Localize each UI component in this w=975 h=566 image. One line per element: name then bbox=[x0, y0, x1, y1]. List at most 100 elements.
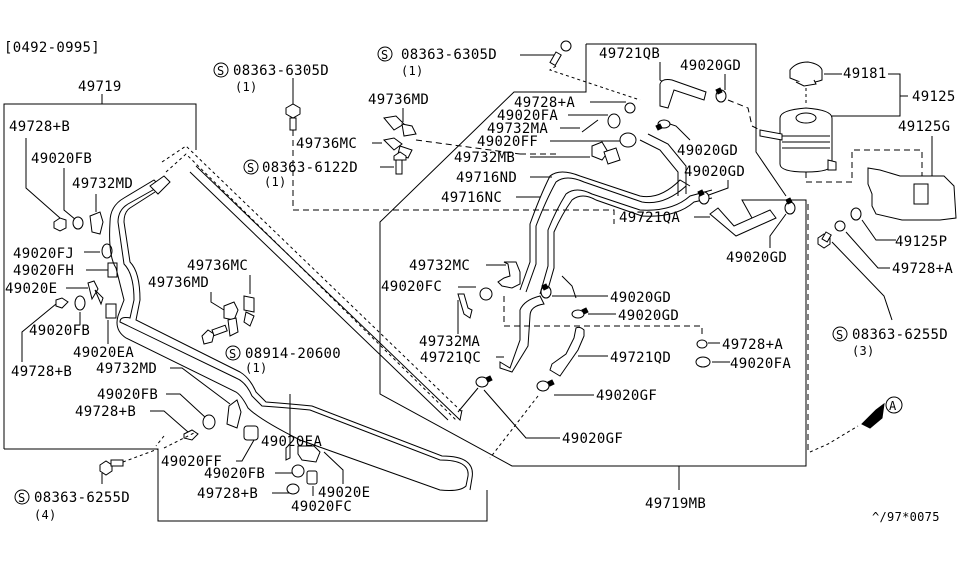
label-49020ff[interactable]: 49020FF bbox=[477, 134, 538, 150]
grommet-49020fc[interactable] bbox=[479, 287, 493, 301]
label-49732md[interactable]: 49732MD bbox=[72, 176, 133, 192]
label-49020fa[interactable]: 49020FA bbox=[497, 108, 558, 124]
grommet-49020fa[interactable] bbox=[695, 356, 711, 368]
hose-clamp[interactable] bbox=[697, 189, 710, 205]
label-49020gd[interactable]: 49020GD bbox=[677, 143, 738, 159]
label-49020fc[interactable]: 49020FC bbox=[381, 279, 442, 295]
hose-49721qb[interactable] bbox=[659, 79, 707, 109]
label-49728b[interactable]: 49728+B bbox=[9, 119, 70, 135]
label-49721qd[interactable]: 49721QD bbox=[610, 350, 671, 366]
label-49020e[interactable]: 49020E bbox=[318, 485, 370, 501]
hose-49721qc[interactable] bbox=[499, 295, 545, 373]
bracket-49125g[interactable] bbox=[867, 167, 957, 221]
hose-49721qd[interactable] bbox=[549, 326, 585, 377]
bracket-parts-upper[interactable] bbox=[581, 102, 637, 165]
label-49020gf[interactable]: 49020GF bbox=[596, 388, 657, 404]
label-49125g[interactable]: 49125G bbox=[898, 119, 950, 135]
clamp-49736-upper[interactable] bbox=[382, 115, 417, 175]
label-49020fb[interactable]: 49020FB bbox=[97, 387, 158, 403]
label-49020fb[interactable]: 49020FB bbox=[31, 151, 92, 167]
reservoir-49125[interactable] bbox=[759, 107, 837, 173]
label-49020ff[interactable]: 49020FF bbox=[161, 454, 222, 470]
label-bolt-08363-6122d[interactable]: 08363-6122D bbox=[262, 160, 358, 176]
bolt-qty: (1) bbox=[264, 175, 287, 189]
label-49125[interactable]: 49125 bbox=[912, 89, 956, 105]
washer-49728a[interactable] bbox=[834, 220, 846, 232]
hose-clamp[interactable] bbox=[784, 197, 796, 215]
pressure-tube-right[interactable] bbox=[519, 133, 713, 297]
label-49020fb[interactable]: 49020FB bbox=[29, 323, 90, 339]
label-49719mb[interactable]: 49719MB bbox=[645, 496, 706, 512]
label-49732mc[interactable]: 49732MC bbox=[409, 258, 470, 274]
label-49721qa[interactable]: 49721QA bbox=[619, 210, 680, 226]
hose-clamp[interactable] bbox=[540, 283, 552, 299]
label-49020fb[interactable]: 49020FB bbox=[204, 466, 265, 482]
label-49020gd[interactable]: 49020GD bbox=[726, 250, 787, 266]
label-49736mc[interactable]: 49736MC bbox=[187, 258, 248, 274]
label-49728b[interactable]: 49728+B bbox=[197, 486, 258, 502]
label-49716nd[interactable]: 49716ND bbox=[456, 170, 517, 186]
label-49181[interactable]: 49181 bbox=[843, 66, 887, 82]
label-49020fj[interactable]: 49020FJ bbox=[13, 246, 74, 262]
pressure-tube-left[interactable] bbox=[109, 175, 473, 491]
label-49020fh[interactable]: 49020FH bbox=[13, 263, 74, 279]
label-49728a[interactable]: 49728+A bbox=[722, 337, 783, 353]
clip-part[interactable] bbox=[183, 399, 259, 441]
label-49020gd[interactable]: 49020GD bbox=[684, 164, 745, 180]
label-49728b[interactable]: 49728+B bbox=[75, 404, 136, 420]
label-49736md[interactable]: 49736MD bbox=[148, 275, 209, 291]
date-range-label: [0492-0995] bbox=[4, 40, 100, 56]
reservoir-cap-49181[interactable] bbox=[789, 61, 823, 87]
label-bolt-08363-6305d[interactable]: 08363-6305D bbox=[401, 47, 497, 63]
label-49732ma[interactable]: 49732MA bbox=[419, 334, 480, 350]
label-49020gf[interactable]: 49020GF bbox=[562, 431, 623, 447]
footer-code: ^/97*0075 bbox=[872, 510, 940, 524]
label-49721qb[interactable]: 49721QB bbox=[599, 46, 660, 62]
hose-clamp[interactable] bbox=[655, 119, 671, 131]
label-49125p[interactable]: 49125P bbox=[895, 234, 947, 250]
label-49728a[interactable]: 49728+A bbox=[514, 95, 575, 111]
label-bolt-08914-20600[interactable]: 08914-20600 bbox=[245, 346, 341, 362]
label-49728a[interactable]: 49728+A bbox=[892, 261, 953, 277]
bolt-08363-6305d[interactable] bbox=[285, 103, 301, 131]
label-bolt-08363-6255d[interactable]: 08363-6255D bbox=[34, 490, 130, 506]
view-marker-circle[interactable] bbox=[885, 396, 903, 414]
bracket-49732mc[interactable] bbox=[497, 261, 521, 289]
label-49736md[interactable]: 49736MD bbox=[368, 92, 429, 108]
assembly-box-49719mb bbox=[379, 44, 807, 467]
label-49732ma[interactable]: 49732MA bbox=[487, 121, 548, 137]
label-49732md[interactable]: 49732MD bbox=[96, 361, 157, 377]
label-bolt-08363-6305d[interactable]: 08363-6305D bbox=[233, 63, 329, 79]
label-49020gd[interactable]: 49020GD bbox=[618, 308, 679, 324]
label-49736mc[interactable]: 49736MC bbox=[296, 136, 357, 152]
label-49728b[interactable]: 49728+B bbox=[11, 364, 72, 380]
label-49732mb[interactable]: 49732MB bbox=[454, 150, 515, 166]
label-bolt-08363-6255d[interactable]: 08363-6255D bbox=[852, 327, 948, 343]
clamp-part[interactable] bbox=[285, 442, 321, 495]
label-49020e[interactable]: 49020E bbox=[5, 281, 57, 297]
label-49020gd[interactable]: 49020GD bbox=[680, 58, 741, 74]
hose-clamp[interactable] bbox=[571, 307, 589, 319]
hose-clamp[interactable] bbox=[536, 379, 555, 392]
hose-clamp[interactable] bbox=[715, 87, 727, 103]
label-49719[interactable]: 49719 bbox=[78, 79, 122, 95]
label-49721qc[interactable]: 49721QC bbox=[420, 350, 481, 366]
label-49020gd[interactable]: 49020GD bbox=[610, 290, 671, 306]
return-tube-diagonal[interactable] bbox=[161, 145, 463, 421]
label-49020fc[interactable]: 49020FC bbox=[291, 499, 352, 515]
bolt-08363-6255d[interactable] bbox=[99, 459, 124, 476]
svg-text:S: S bbox=[381, 48, 389, 62]
hose-clamp[interactable] bbox=[475, 375, 493, 388]
hose-49721qa[interactable] bbox=[709, 207, 777, 237]
grommet-49125p[interactable] bbox=[850, 207, 862, 221]
clamp-49736[interactable] bbox=[201, 295, 255, 345]
label-49020fa[interactable]: 49020FA bbox=[730, 356, 791, 372]
bolt-08363-6305d[interactable] bbox=[549, 40, 572, 67]
svg-text:S: S bbox=[229, 347, 237, 361]
grommet-part[interactable] bbox=[53, 211, 118, 319]
bracket-49732ma[interactable] bbox=[457, 293, 473, 319]
bolt-08363-6255d[interactable] bbox=[817, 231, 832, 249]
label-49020ea[interactable]: 49020EA bbox=[73, 345, 134, 361]
washer-49728a[interactable] bbox=[696, 339, 708, 349]
label-49716nc[interactable]: 49716NC bbox=[441, 190, 502, 206]
